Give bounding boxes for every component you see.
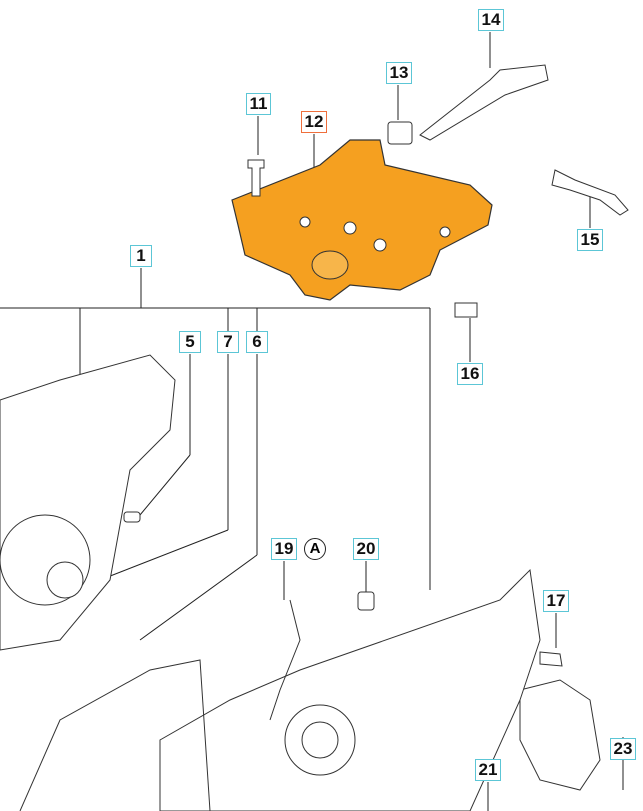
part-12-cover[interactable] — [231, 139, 493, 301]
label-part-15[interactable]: 15 — [577, 229, 603, 251]
label-part-5[interactable]: 5 — [179, 331, 201, 353]
view-marker-a: A — [304, 538, 326, 560]
label-part-12-selected[interactable]: 12 — [301, 111, 327, 133]
label-part-17[interactable]: 17 — [543, 590, 569, 612]
label-part-11[interactable]: 11 — [246, 93, 271, 115]
label-part-21[interactable]: 21 — [475, 759, 501, 781]
label-part-7[interactable]: 7 — [217, 331, 239, 353]
label-part-13[interactable]: 13 — [386, 62, 412, 84]
part-13-grommet — [387, 121, 413, 145]
label-part-14[interactable]: 14 — [478, 9, 504, 31]
label-part-6[interactable]: 6 — [246, 331, 268, 353]
part-16-plug — [454, 302, 478, 318]
part-1-crankcase — [0, 354, 176, 651]
part-14-handle — [419, 64, 549, 141]
label-part-19[interactable]: 19 — [271, 538, 297, 560]
label-part-20[interactable]: 20 — [353, 538, 379, 560]
part-20-bushing — [357, 591, 375, 611]
label-part-1[interactable]: 1 — [130, 245, 152, 267]
part-22-cover — [519, 679, 601, 791]
part-17-screw — [539, 651, 563, 667]
part-15-rod — [551, 169, 629, 216]
part-11-screw — [247, 159, 265, 197]
part-5-bushing — [123, 511, 141, 523]
label-part-23[interactable]: 23 — [610, 738, 636, 760]
leader-lines — [0, 32, 624, 811]
label-part-16[interactable]: 16 — [457, 363, 483, 385]
other-parts — [0, 64, 629, 811]
part-21-crankcase-half — [159, 568, 541, 811]
